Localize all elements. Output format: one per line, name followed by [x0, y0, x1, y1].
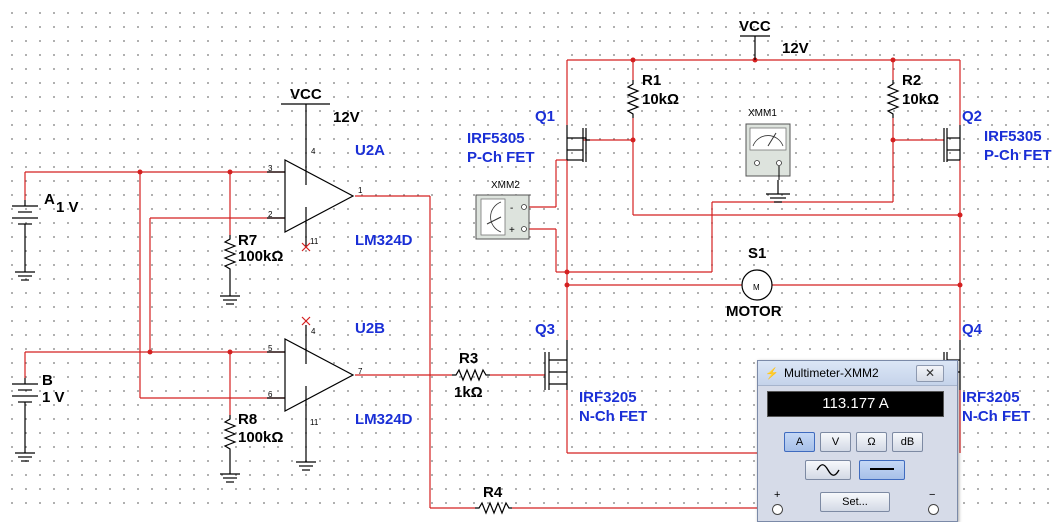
dc-button[interactable]: [859, 460, 905, 480]
minus-terminal-label: −: [929, 489, 936, 501]
r3-name: R3: [459, 350, 479, 367]
u2b-pin4: 4: [311, 327, 316, 336]
vcc-left-value: 12V: [333, 109, 360, 126]
source-b-value: 1 V: [42, 389, 65, 406]
u2b-pin7: 7: [358, 367, 363, 376]
r3-value: 1kΩ: [454, 384, 483, 401]
u2b-pin11: 11: [310, 418, 319, 427]
u2a-part: LM324D: [355, 232, 413, 249]
u2a-pin3: 3: [268, 164, 273, 173]
vcc-top-name: VCC: [739, 18, 771, 35]
q1-mosfet[interactable]: [566, 125, 590, 162]
q2-part: IRF5305: [984, 128, 1042, 145]
wave-icon: [816, 464, 840, 476]
s1-motor[interactable]: [741, 269, 773, 301]
vcc-left-symbol[interactable]: [281, 103, 330, 168]
q2-name: Q2: [962, 108, 983, 125]
r3-resistor[interactable]: [452, 368, 490, 382]
u2b-pin6: 6: [268, 390, 273, 399]
q4-name: Q4: [962, 321, 983, 338]
u2a-opamp[interactable]: [267, 159, 355, 252]
xmm1-name: XMM1: [748, 108, 777, 119]
q1-name: Q1: [535, 108, 556, 125]
q1-part: IRF5305: [467, 130, 525, 147]
xmm2-plus: +: [509, 225, 515, 236]
plus-terminal-label: +: [774, 489, 781, 501]
mode-ohmmeter-button[interactable]: Ω: [856, 432, 887, 452]
source-a-battery[interactable]: [12, 200, 38, 281]
q1-type: P-Ch FET: [467, 149, 535, 166]
multimeter-reading: 113.177 A: [767, 391, 944, 417]
line-icon: [870, 468, 894, 470]
q4-type: N-Ch FET: [962, 408, 1031, 425]
u2a-pin4: 4: [311, 147, 316, 156]
multimeter-window[interactable]: ⚡ Multimeter-XMM2 ✕ 113.177 A A V Ω dB S…: [757, 360, 958, 522]
u2a-pin1: 1: [358, 186, 363, 195]
q3-type: N-Ch FET: [579, 408, 648, 425]
multimeter-titlebar[interactable]: ⚡ Multimeter-XMM2 ✕: [758, 361, 957, 386]
r7-name: R7: [238, 232, 258, 249]
u2a-pin2: 2: [268, 210, 273, 219]
r7-value: 100kΩ: [238, 248, 284, 265]
r2-name: R2: [902, 72, 922, 89]
q3-mosfet[interactable]: [544, 340, 568, 390]
q3-part: IRF3205: [579, 389, 637, 406]
s1-label: MOTOR: [726, 303, 782, 320]
xmm2-name: XMM2: [491, 180, 520, 191]
xmm2-instrument[interactable]: [475, 194, 530, 240]
r4-resistor[interactable]: [475, 501, 512, 515]
wires: [24, 59, 961, 509]
u2b-opamp[interactable]: [267, 316, 355, 471]
plus-terminal[interactable]: [772, 504, 783, 515]
r1-name: R1: [642, 72, 662, 89]
s1-name: S1: [748, 245, 767, 262]
ac-button[interactable]: [805, 460, 851, 480]
r8-name: R8: [238, 411, 258, 428]
xmm1-ground: [766, 180, 790, 203]
r1-value: 10kΩ: [642, 91, 680, 108]
source-a-value: 1 V: [56, 199, 79, 216]
r1-resistor[interactable]: [626, 80, 640, 118]
r2-value: 10kΩ: [902, 91, 940, 108]
set-button[interactable]: Set...: [820, 492, 890, 512]
r8-value: 100kΩ: [238, 429, 284, 446]
close-button[interactable]: ✕: [916, 365, 944, 382]
r4-name: R4: [483, 484, 503, 501]
source-a-name: A: [44, 191, 55, 208]
q4-part: IRF3205: [962, 389, 1020, 406]
u2a-name: U2A: [355, 142, 386, 159]
vcc-top-symbol[interactable]: [740, 35, 770, 60]
q3-name: Q3: [535, 321, 556, 338]
multimeter-title: Multimeter-XMM2: [784, 366, 879, 380]
u2b-name: U2B: [355, 320, 386, 337]
vcc-left-name: VCC: [290, 86, 322, 103]
source-b-name: B: [42, 372, 53, 389]
source-b-battery[interactable]: [12, 378, 38, 462]
xmm2-minus: -: [510, 203, 514, 214]
mode-voltmeter-button[interactable]: V: [820, 432, 851, 452]
junctions: [137, 57, 963, 355]
xmm1-instrument[interactable]: [745, 123, 791, 180]
u2a-pin11: 11: [310, 237, 319, 246]
r8-resistor[interactable]: [220, 415, 240, 483]
vcc-top-value: 12V: [782, 40, 809, 57]
mode-decibel-button[interactable]: dB: [892, 432, 923, 452]
r2-resistor[interactable]: [886, 80, 900, 118]
multimeter-app-icon: ⚡: [765, 368, 779, 380]
u2b-part: LM324D: [355, 411, 413, 428]
r7-resistor[interactable]: [220, 235, 240, 305]
motor-symbol: M: [753, 283, 760, 292]
q2-type: P-Ch FET: [984, 147, 1052, 164]
mode-ammeter-button[interactable]: A: [784, 432, 815, 452]
u2b-pin5: 5: [268, 344, 273, 353]
q2-mosfet[interactable]: [943, 125, 961, 162]
minus-terminal[interactable]: [928, 504, 939, 515]
